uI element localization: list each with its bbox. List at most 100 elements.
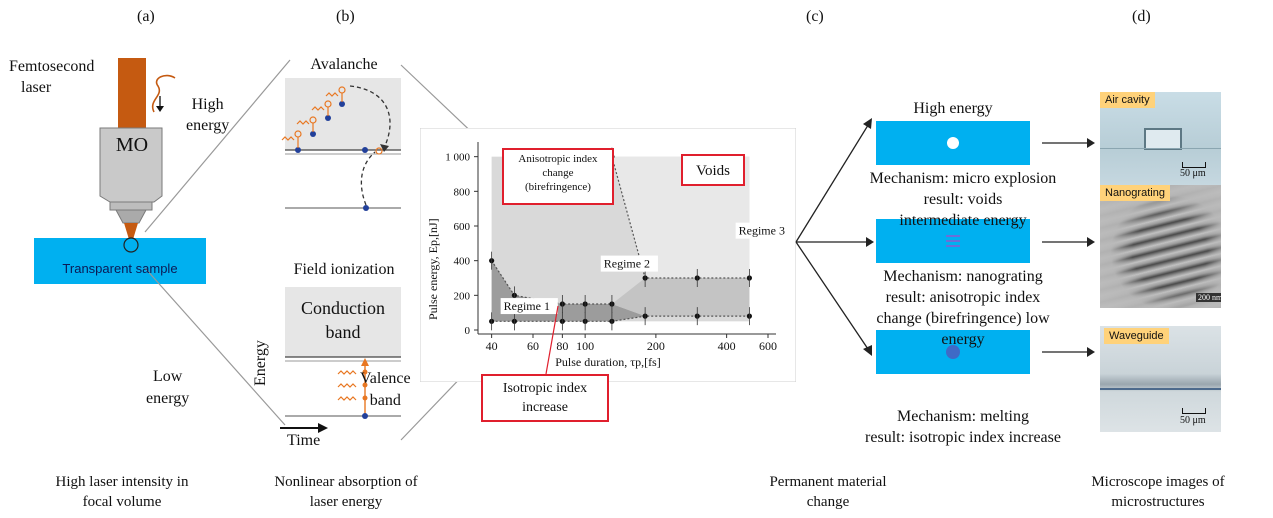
conduction-line1: Conduction bbox=[301, 298, 385, 318]
focal-spot bbox=[123, 237, 139, 253]
avalanche-arrows bbox=[297, 93, 343, 148]
caption-c-line2: change bbox=[806, 494, 850, 510]
conduction-band-label: Conduction band bbox=[285, 296, 401, 344]
y-tick-label-1000: 1 000 bbox=[445, 152, 470, 164]
arrow-to-image-1-head-icon bbox=[1087, 138, 1095, 148]
branch-arrow-high bbox=[795, 121, 871, 243]
objective-tip bbox=[115, 209, 147, 224]
mechanism-2-line4: energy bbox=[941, 331, 985, 348]
caption-d-line2: microstructures bbox=[1111, 494, 1205, 510]
caption-b-line1: Nonlinear absorption of bbox=[274, 474, 418, 490]
time-axis-arrow-icon bbox=[318, 423, 328, 433]
scale-label-2: 200 nm bbox=[1196, 293, 1221, 302]
isotropic-line1: Isotropic index bbox=[502, 381, 588, 396]
transparent-sample bbox=[34, 238, 206, 284]
regime-2-band bbox=[611, 278, 750, 317]
nanograting-mark bbox=[946, 235, 960, 247]
ionization-steps bbox=[362, 369, 368, 401]
low-energy-line1: Low bbox=[152, 368, 183, 385]
mechanism-3-line1: Mechanism: melting bbox=[897, 408, 1029, 425]
chart-xlabel: Pulse duration, τp,[fs] bbox=[555, 355, 661, 369]
high-energy-line1: High bbox=[191, 96, 224, 113]
regime-label-2: Regime 2 bbox=[600, 255, 658, 272]
mechanism-2-line2: result: anisotropic index bbox=[885, 289, 1041, 306]
caption-c-line1: Permanent material bbox=[769, 474, 887, 490]
mechanism-2-line3: change (birefringence) low bbox=[876, 310, 1050, 327]
zoom-line-top bbox=[144, 59, 291, 233]
high-energy-label: High energy bbox=[186, 94, 229, 136]
x-tick-label-600: 600 bbox=[759, 339, 777, 353]
nanograting-vignette bbox=[1100, 185, 1221, 308]
laser-label: Femtosecond laser bbox=[9, 56, 94, 98]
caption-b: Nonlinear absorption of laser energy bbox=[246, 472, 446, 512]
caption-d-line1: Microscope images of bbox=[1091, 474, 1225, 490]
ionization-dashed-arrow bbox=[360, 151, 376, 206]
void-mark bbox=[947, 137, 959, 149]
anisotropic-line2: change bbox=[542, 167, 574, 179]
cavity-line bbox=[1100, 148, 1221, 149]
threshold-line-2 bbox=[491, 260, 612, 305]
intermediate-energy-title: intermediate energy bbox=[899, 212, 1027, 229]
chart-ylabel: Pulse energy, Ep,[nJ] bbox=[426, 218, 440, 320]
scale-label-3: 50 μm bbox=[1180, 415, 1206, 426]
scale-bar-1 bbox=[1182, 162, 1206, 168]
y-tick-label-0: 0 bbox=[465, 325, 471, 337]
melt-mark bbox=[946, 345, 960, 359]
laser-beam bbox=[118, 58, 146, 128]
y-tick-label-400: 400 bbox=[454, 256, 471, 268]
x-tick-label-100: 100 bbox=[576, 339, 594, 353]
regime-label-bg-3 bbox=[735, 222, 793, 239]
low-energy-line2: energy bbox=[146, 390, 190, 407]
caption-b-line2: laser energy bbox=[309, 494, 383, 510]
nanograting-image: Nanograting 200 nm bbox=[1100, 185, 1221, 308]
mechanism-1: Mechanism: micro explosion result: voids… bbox=[856, 168, 1070, 231]
arrow-to-image-3-head-icon bbox=[1087, 347, 1095, 357]
mechanism-1-line2: result: voids bbox=[923, 191, 1003, 208]
time-axis-label: Time bbox=[287, 432, 321, 449]
avalanche-label: Avalanche bbox=[310, 56, 378, 73]
objective-ring bbox=[109, 201, 153, 211]
field-ionization-label: Field ionization bbox=[293, 261, 395, 278]
arrow-to-image-2-head-icon bbox=[1087, 237, 1095, 247]
regime-label-bg-1 bbox=[500, 298, 558, 315]
sample-label: Transparent sample bbox=[62, 261, 178, 276]
caption-a-line1: High laser intensity in bbox=[55, 474, 189, 490]
panel-b-graphics bbox=[280, 64, 470, 441]
scale-label-1: 50 μm bbox=[1180, 168, 1206, 179]
branch-arrowhead-high-icon bbox=[863, 118, 872, 129]
conduction-line2: band bbox=[325, 322, 361, 342]
x-tick-label-400: 400 bbox=[718, 339, 736, 353]
avalanche-electrons bbox=[295, 101, 369, 211]
hole-icon bbox=[375, 147, 383, 155]
panel-label-d: (d) bbox=[1132, 8, 1151, 25]
panel-c-graphics bbox=[795, 118, 1095, 374]
anisotropic-line1: Anisotropic index bbox=[518, 153, 598, 165]
regime-label-text-1: Regime 1 bbox=[504, 299, 550, 313]
isotropic-pointer bbox=[545, 305, 559, 375]
anisotropic-line3: (birefringence) bbox=[525, 181, 591, 193]
waveguide-line bbox=[1100, 388, 1221, 390]
caption-c: Permanent material change bbox=[738, 472, 918, 512]
x-tick-label-80: 80 bbox=[556, 339, 568, 353]
energy-axis-label: Energy bbox=[252, 340, 269, 386]
regime-label-text-3: Regime 3 bbox=[739, 224, 785, 238]
valence-line2: band bbox=[369, 392, 401, 409]
down-arrow-head-icon bbox=[156, 106, 164, 112]
y-tick-label-200: 200 bbox=[454, 290, 471, 302]
focused-beam bbox=[124, 223, 138, 246]
y-tick-label-800: 800 bbox=[454, 186, 471, 198]
panel-label-a: (a) bbox=[137, 8, 155, 25]
high-energy-title: High energy bbox=[913, 100, 993, 117]
isotropic-line2: increase bbox=[522, 400, 568, 415]
caption-a-line2: focal volume bbox=[82, 494, 162, 510]
low-energy-label: Low energy bbox=[146, 366, 189, 410]
anisotropic-annotation: Anisotropic index change (birefringence) bbox=[502, 148, 614, 205]
isotropic-annotation: Isotropic index increase bbox=[481, 374, 609, 422]
x-tick-label-60: 60 bbox=[527, 339, 539, 353]
pulse-squiggle-icon bbox=[151, 74, 176, 113]
threshold-line-1 bbox=[491, 315, 750, 322]
mechanism-2-line1: Mechanism: nanograting bbox=[883, 268, 1043, 285]
caption-a: High laser intensity in focal volume bbox=[30, 472, 214, 512]
zoom-line-bottom bbox=[144, 267, 286, 426]
panel-label-b: (b) bbox=[336, 8, 355, 25]
